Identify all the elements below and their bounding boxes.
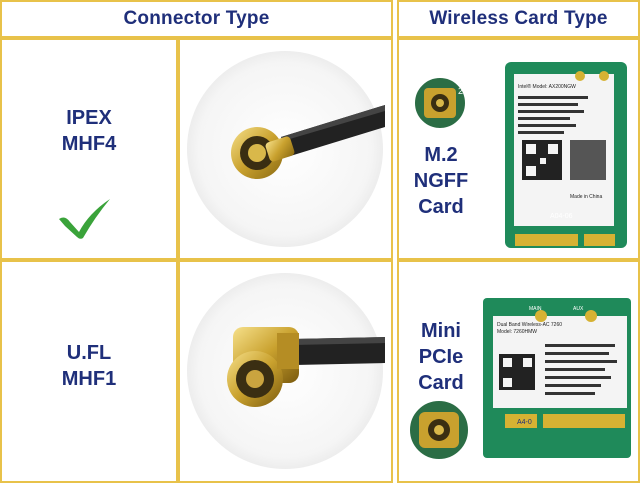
m2-gold-fingers <box>515 234 615 246</box>
pcie-label-line1: Dual Band Wireless-AC 7260 <box>497 322 562 328</box>
row2-card-name: Mini PCIe Card <box>397 318 485 396</box>
row2-card-line3: Card <box>418 372 464 394</box>
header-connector-label: Connector Type <box>123 8 270 29</box>
row1-card-line2: NGFF <box>413 170 469 192</box>
row2-connector-line2: MHF1 <box>61 368 117 390</box>
pcie-gold-fingers <box>505 414 625 428</box>
ipex-mhf4-connector-photo <box>187 51 385 247</box>
check-icon <box>59 199 110 239</box>
m2-label-line2: Made in China <box>570 194 602 200</box>
ufl-mhf1-connector-photo <box>187 273 385 469</box>
m2-qr-code <box>522 140 606 180</box>
row1-card-name: M.2 NGFF Card <box>397 142 485 220</box>
pcie-qr-code <box>499 354 535 390</box>
pcie-label-line3: A4-0 <box>517 419 532 426</box>
header-wireless-label: Wireless Card Type <box>429 8 608 29</box>
row2-card-line2: PCIe <box>418 346 464 368</box>
pcie-aux-label: AUX <box>573 306 584 312</box>
row1-connector-line1: IPEX <box>66 107 112 129</box>
row1-card-line1: M.2 <box>424 144 458 166</box>
row2-connector-line1: U.FL <box>66 342 112 364</box>
m2-label-line1: Intel® Model: AX200NGW <box>518 83 576 90</box>
row2-connector-name-cell <box>0 260 178 483</box>
m2-inset-badge: 2 <box>458 86 463 96</box>
header-wireless-card-type: Wireless Card Type <box>397 0 640 38</box>
pcie-main-label: MAIN <box>529 306 542 312</box>
m2-connector-inset: 2 <box>413 76 467 130</box>
connector-housing-gold <box>231 127 295 179</box>
row1-connector-line2: MHF4 <box>61 133 117 155</box>
header-connector-type: Connector Type <box>0 0 393 38</box>
m2-label-line3: A04-06 <box>550 213 573 220</box>
row2-connector-name: U.FL MHF1 <box>0 340 178 392</box>
mini-pcie-card-photo: Dual Band Wireless-AC 7260 Model: 7260HM… <box>408 298 631 461</box>
row1-connector-name: IPEX MHF4 <box>0 105 178 157</box>
pcie-connector-inset <box>408 399 470 461</box>
ufl-connector-housing-gold <box>227 327 299 407</box>
m2-ngff-card-photo: Intel® Model: AX200NGW Made in China A04… <box>413 62 627 248</box>
row1-card-line3: Card <box>418 196 464 218</box>
pcie-label-line2: Model: 7260HMW <box>497 329 537 335</box>
row2-card-line1: Mini <box>421 320 461 342</box>
